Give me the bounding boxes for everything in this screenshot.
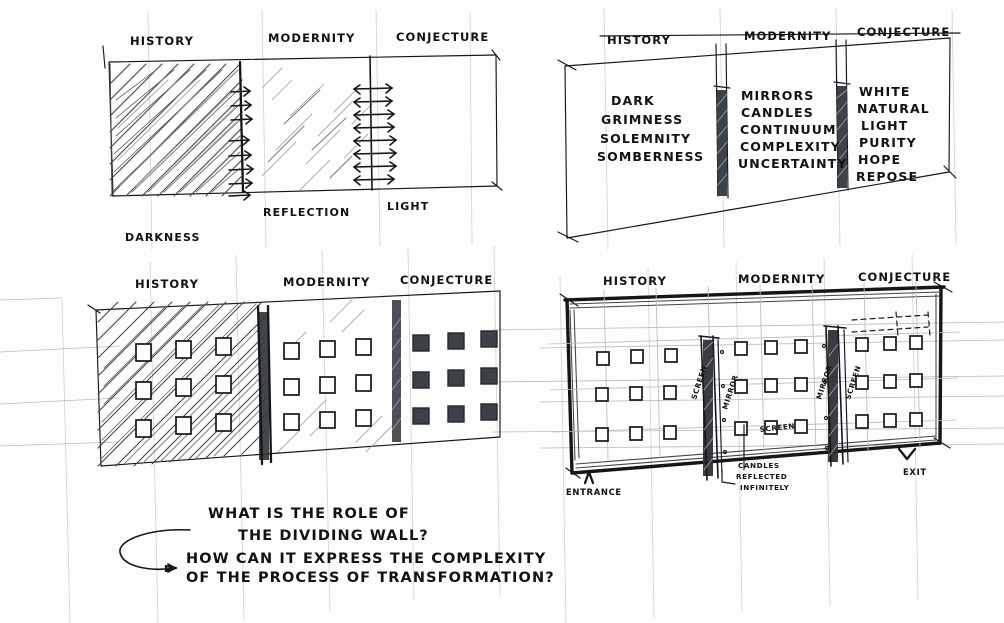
br-header-conjecture: CONJECTURE [858,270,951,284]
br-outer-walls [559,281,953,479]
bl-header-history: HISTORY [135,277,199,291]
tr-word-conjecture-1: NATURAL [857,101,930,116]
tl-caption-darkness: DARKNESS [125,231,201,244]
br-note-line-0: CANDLES [738,461,780,470]
tr-header-conjecture: CONJECTURE [857,25,950,39]
tr-word-modernity-1: CANDLES [741,105,814,120]
bl-frame [87,290,501,467]
tr-word-history-0: DARK [611,93,655,108]
tr-word-conjecture-5: REPOSE [856,169,918,184]
tr-word-modernity-0: MIRRORS [741,88,814,103]
tl-wall2-arrows [353,83,397,186]
br-label-exit: EXIT [903,467,927,477]
tl-wall-1 [238,60,245,194]
bl-wall-1 [259,312,269,460]
tr-word-history-3: SOMBERNESS [597,149,704,164]
tr-wall-1 [713,43,731,199]
bl-history-hatch-2 [101,303,265,465]
br-exit-arrow [897,447,917,461]
bl-wall-2 [392,300,401,442]
br-label-screen-floor: SCREEN [759,421,795,434]
br-entrance-arrow [583,470,595,485]
bl-aperture-modernity [283,338,372,431]
tl-wall-2 [369,55,373,191]
tr-word-history-2: SOLEMNITY [600,131,691,146]
tl-header-modernity: MODERNITY [268,31,355,45]
bl-aperture-history [135,337,232,438]
bl-header-modernity: MODERNITY [283,275,370,289]
br-divider-1 [698,335,728,481]
tr-word-modernity-3: COMPLEXITY [740,139,841,154]
tr-header-history: HISTORY [607,33,671,47]
tr-word-history-1: GRIMNESS [601,112,683,127]
tl-darkness-texture [117,77,237,189]
tl-caption-light: LIGHT [387,200,429,213]
question-curly-arrow [119,529,191,571]
br-label-entrance: ENTRANCE [566,487,622,497]
br-plan-apertures [595,335,923,442]
tr-word-conjecture-3: PURITY [859,135,917,150]
br-divider-2 [821,325,849,467]
question-arrowhead-fill [164,564,178,573]
tl-header-conjecture: CONJECTURE [396,30,489,44]
tr-word-modernity-4: UNCERTAINTY [738,156,847,171]
bl-wall-1-edge2 [266,304,273,464]
tr-wall-2 [833,39,851,191]
bl-header-conjecture: CONJECTURE [400,273,493,287]
tr-word-modernity-2: CONTINUUM [740,122,837,137]
tr-header-modernity: MODERNITY [744,29,831,43]
br-note-line-2: INFINITELY [740,483,790,492]
tl-reflection-strokes [261,67,373,191]
tl-caption-reflection: REFLECTION [263,206,350,219]
tl-darkness-arrows [228,86,254,201]
br-note-line-1: REFLECTED [736,472,787,481]
bl-wall-2-hatch [391,317,402,431]
question-1-line-2: THE DIVIDING WALL? [238,528,429,544]
bl-aperture-conjecture [412,330,498,425]
br-note-leader [721,469,736,485]
tr-frame [557,32,961,243]
tl-header-history: HISTORY [130,34,194,48]
tr-word-conjecture-2: LIGHT [861,118,908,133]
question-2-line-2: OF THE PROCESS OF TRANSFORMATION? [186,570,555,586]
bl-wall-1-edge [256,304,264,466]
tl-reflection-strokes-dark [267,89,353,179]
question-2-line-1: HOW CAN IT EXPRESS THE COMPLEXITY [186,551,546,567]
br-header-history: HISTORY [603,274,667,288]
br-header-modernity: MODERNITY [738,272,825,286]
tr-word-conjecture-4: HOPE [858,152,901,167]
br-dashed-ceiling [851,311,931,337]
tr-word-conjecture-0: WHITE [859,84,910,99]
question-1-line-1: WHAT IS THE ROLE OF [208,506,410,522]
